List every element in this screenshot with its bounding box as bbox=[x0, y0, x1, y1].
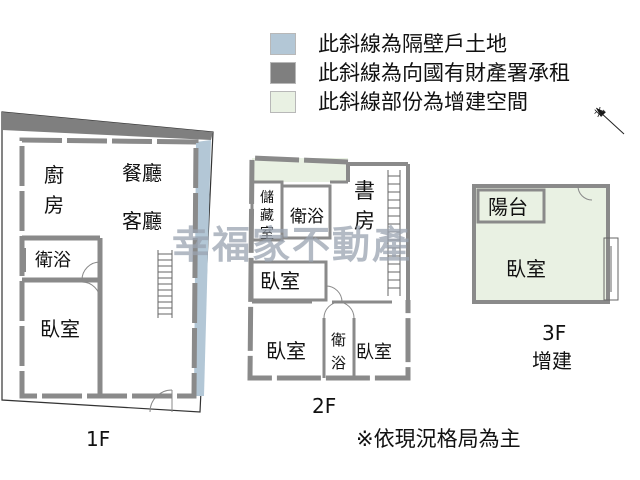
neighbor-area-1f bbox=[194, 140, 211, 396]
room-bath-small-char1: 衛 bbox=[331, 331, 346, 349]
legend-swatch-extension bbox=[270, 91, 296, 113]
north-arrow-icon: 北 bbox=[592, 105, 625, 135]
legend-swatch-leased bbox=[270, 62, 296, 84]
legend-text-extension: 此斜線部份為增建空間 bbox=[318, 90, 528, 114]
room-study-char1: 書 bbox=[354, 179, 375, 203]
floor-1f: 廚 房 餐廳 客廳 衛浴 臥室 1F bbox=[1, 111, 214, 451]
stairs-2f bbox=[387, 170, 401, 296]
room-balcony: 陽台 bbox=[488, 195, 528, 219]
room-bath-top: 衛浴 bbox=[290, 207, 324, 227]
extension-area-3f bbox=[474, 186, 608, 302]
floor-label-3f: 3F bbox=[542, 321, 566, 345]
north-label: 北 bbox=[592, 105, 608, 121]
room-kitchen-char1: 廚 bbox=[44, 163, 64, 187]
room-bath: 衛浴 bbox=[35, 250, 71, 271]
legend-swatch-neighbor bbox=[270, 33, 296, 55]
room-bedroom-left: 臥室 bbox=[266, 339, 306, 363]
room-storage-char3: 室 bbox=[260, 225, 274, 242]
room-study-char2: 房 bbox=[354, 209, 375, 233]
room-living: 客廳 bbox=[122, 209, 162, 233]
stairs-3f bbox=[603, 237, 619, 301]
room-storage-char1: 儲 bbox=[260, 190, 274, 206]
room-bedroom: 臥室 bbox=[40, 317, 80, 341]
room-bedroom-right: 臥室 bbox=[356, 342, 392, 363]
floor-2f: 儲 藏 室 衛浴 書 房 臥室 臥室 衛 浴 臥室 2F bbox=[247, 155, 411, 418]
floor-3f: 陽台 臥室 3F 增建 bbox=[472, 184, 619, 373]
stairs-1f bbox=[157, 250, 173, 318]
room-bath-small-char2: 浴 bbox=[331, 354, 346, 372]
watermark: 幸福家不動產 bbox=[172, 223, 412, 267]
leased-area-1f bbox=[2, 112, 213, 140]
room-storage-char2: 藏 bbox=[260, 208, 274, 224]
room-kitchen-char2: 房 bbox=[44, 193, 64, 217]
layout-note: ※依現況格局為主 bbox=[356, 427, 521, 451]
floor-label-1f: 1F bbox=[86, 427, 110, 451]
floor-sublabel-3f: 增建 bbox=[532, 349, 572, 373]
floor-label-2f: 2F bbox=[312, 394, 336, 418]
room-bedroom-mid: 臥室 bbox=[260, 269, 300, 293]
legend-text-leased: 此斜線為向國有財產署承租 bbox=[318, 61, 570, 85]
room-bedroom-3f: 臥室 bbox=[506, 257, 546, 281]
legend-text-neighbor: 此斜線為隔壁戶土地 bbox=[318, 32, 507, 56]
room-dining: 餐廳 bbox=[122, 161, 162, 185]
